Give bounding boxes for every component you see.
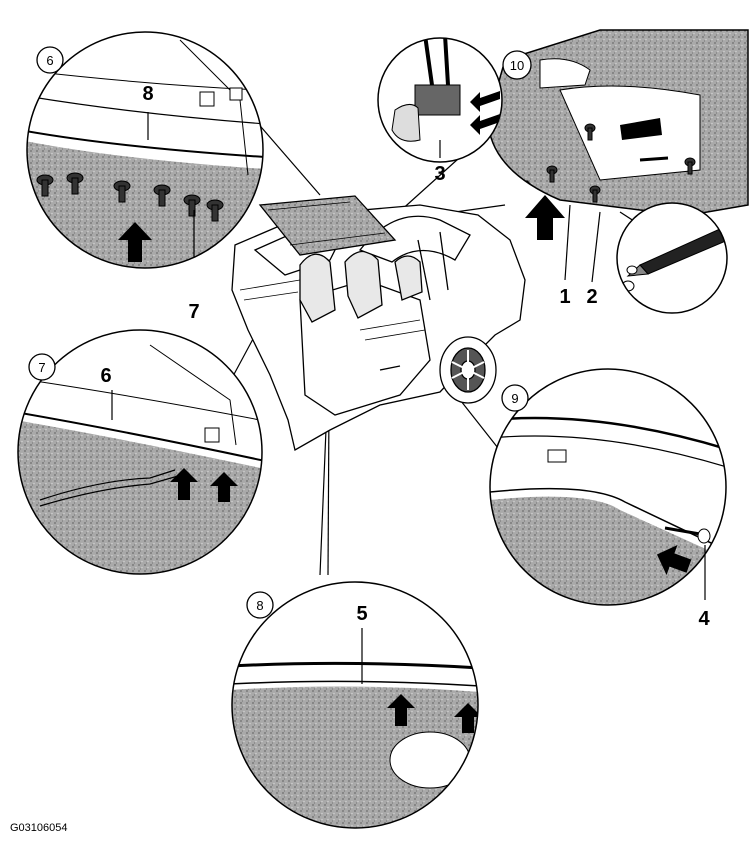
callout-4: 4 [698, 608, 710, 630]
detail-view-8: 8 [231, 581, 479, 829]
detail-label-6: 6 [46, 53, 53, 68]
detail-label-9: 9 [511, 391, 518, 406]
car-illustration [231, 195, 526, 451]
callout-3: 3 [434, 163, 445, 185]
detail-label-8: 8 [256, 598, 263, 613]
callout-2: 2 [586, 286, 597, 308]
detail-view-6: 6 [26, 31, 264, 269]
callout-5: 5 [356, 603, 367, 625]
callout-6: 6 [100, 365, 111, 387]
callout-8: 8 [142, 83, 153, 105]
detail-label-10: 10 [510, 58, 524, 73]
detail-label-7: 7 [38, 360, 45, 375]
detail-view-10: 10 [487, 29, 749, 283]
detail-view-9: 9 [489, 368, 727, 606]
callout-7: 7 [188, 301, 199, 323]
callout-labels: 1 2 3 4 5 6 7 8 [100, 83, 710, 630]
detail-view-marker [616, 202, 728, 314]
figure-code: G03106054 [10, 822, 68, 834]
callout-1: 1 [559, 286, 570, 308]
detail-view-7: 7 [17, 329, 263, 575]
detail-view-connector [377, 37, 503, 163]
